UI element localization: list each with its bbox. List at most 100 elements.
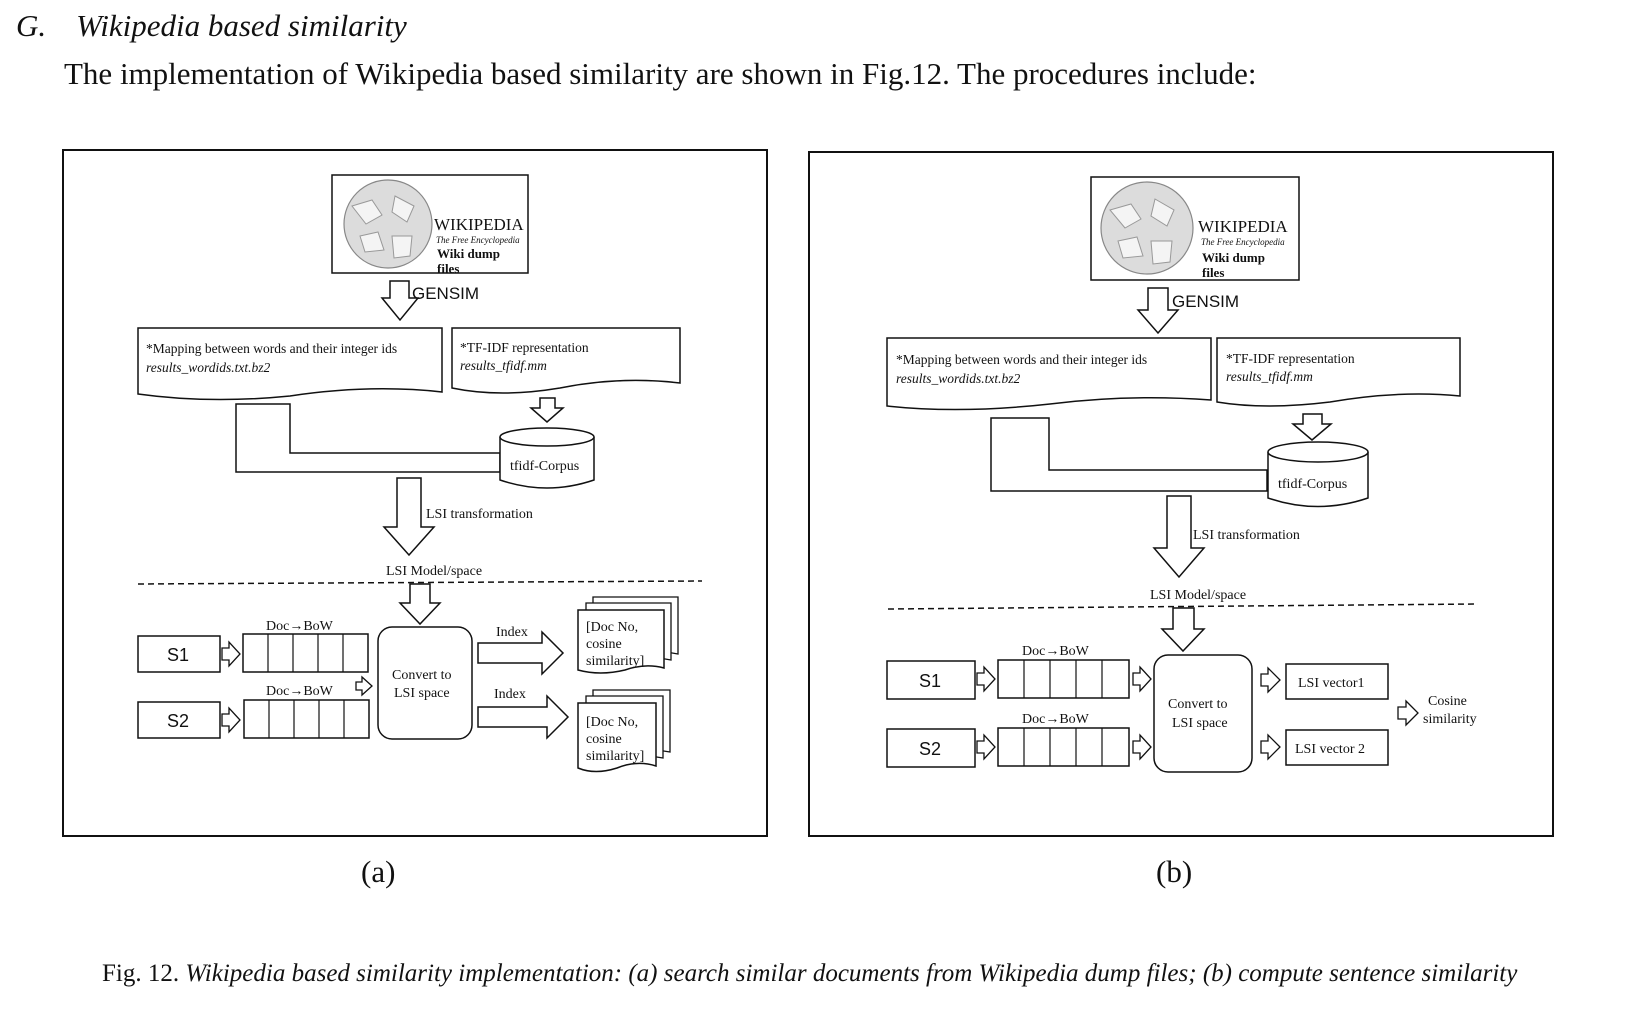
- convert-to-vector1-arrow: [1260, 666, 1281, 694]
- wikipedia-wordmark: WIKIPEDIA: [434, 215, 524, 234]
- result1-line1: [Doc No,: [586, 620, 638, 635]
- tfidf-line2-b: results_tfidf.mm: [1226, 369, 1313, 384]
- dashed-separator: [137, 580, 703, 585]
- index-label-1: Index: [496, 625, 528, 640]
- s1-arrow: [221, 640, 241, 668]
- s2-arrow: [221, 706, 241, 734]
- gensim-label-b: GENSIM: [1172, 292, 1239, 311]
- result2-line3: similarity]: [586, 749, 644, 764]
- index-arrow-2: [477, 694, 570, 740]
- s1-label: S1: [167, 645, 189, 665]
- tfidf-line1-b: *TF-IDF representation: [1226, 351, 1355, 366]
- wiki-dump-label-line1: Wiki dump: [437, 246, 500, 261]
- s1-box-b: [886, 660, 976, 700]
- panel-a-label: (a): [361, 854, 396, 889]
- mapping-line1-b: *Mapping between words and their integer…: [896, 352, 1147, 367]
- tfidf-to-corpus-arrow: [529, 397, 565, 423]
- caption-text: Wikipedia based similarity implementatio…: [185, 960, 1518, 987]
- cosine-arrow: [1397, 699, 1419, 727]
- gensim-arrow: [380, 280, 420, 322]
- mapping-line1: *Mapping between words and their integer…: [146, 341, 397, 356]
- tfidf-corpus-cylinder-b: tfidf-Corpus: [1267, 441, 1369, 508]
- wiki-dump-label-line2-b: files: [1202, 265, 1224, 280]
- wiki-dump-label-line2: files: [437, 261, 459, 276]
- s2-box: [137, 701, 221, 739]
- corpus-label-b: tfidf-Corpus: [1278, 477, 1347, 492]
- wiki-dump-label-line1-b: Wiki dump: [1202, 250, 1265, 265]
- wikipedia-tagline-b: The Free Encyclopedia: [1201, 237, 1285, 247]
- panel-a: WIKIPEDIA The Free Encyclopedia Wiki dum…: [62, 149, 768, 837]
- convert-line2-b: LSI space: [1172, 716, 1228, 731]
- doc-bow-label-2: Doc→BoW: [266, 684, 334, 699]
- result-stack-2: [Doc No, cosine similarity]: [577, 689, 671, 773]
- result2-line1: [Doc No,: [586, 715, 638, 730]
- tfidf-to-corpus-arrow-b: [1290, 413, 1334, 441]
- panel-b-label: (b): [1156, 854, 1193, 889]
- result2-line2: cosine: [586, 732, 622, 747]
- mapping-to-corpus-connector-b: [990, 417, 1268, 492]
- s1-box: [137, 635, 221, 673]
- mapping-line2: results_wordids.txt.bz2: [146, 360, 271, 375]
- bow-vector-2: [243, 699, 370, 739]
- panel-b-frame: [808, 151, 1554, 837]
- panel-b: WIKIPEDIA The Free Encyclopedia Wiki dum…: [808, 151, 1554, 837]
- intro-paragraph: The implementation of Wikipedia based si…: [64, 56, 1257, 91]
- convert-lsi-box-b: [1153, 654, 1253, 773]
- bow1-to-convert-arrow-b: [1132, 665, 1152, 693]
- lsi-transformation-label: LSI transformation: [426, 507, 533, 522]
- model-to-convert-arrow: [398, 583, 442, 626]
- gensim-label: GENSIM: [412, 284, 479, 303]
- lsi-vector1-label: LSI vector1: [1298, 676, 1364, 691]
- tfidf-document: [451, 327, 681, 394]
- caption-prefix: Fig. 12.: [102, 960, 180, 987]
- lsi-transformation-arrow: [382, 477, 436, 557]
- cosine-line1: Cosine: [1428, 694, 1467, 709]
- bow2-to-convert-arrow-b: [1132, 733, 1152, 761]
- result-stack-1: [Doc No, cosine similarity]: [577, 596, 679, 674]
- wikipedia-wordmark-b: WIKIPEDIA: [1198, 217, 1288, 236]
- doc-bow-label-2-b: Doc→BoW: [1022, 712, 1090, 727]
- result1-line2: cosine: [586, 637, 622, 652]
- section-heading: G. Wikipedia based similarity: [16, 8, 407, 44]
- section-number: G.: [16, 8, 47, 43]
- convert-line1: Convert to: [392, 668, 452, 683]
- result1-line3: similarity]: [586, 654, 644, 669]
- s1-arrow-b: [976, 665, 996, 693]
- s2-label: S2: [167, 711, 189, 731]
- figure-caption: Fig. 12. Wikipedia based similarity impl…: [102, 960, 1517, 988]
- wikipedia-tagline: The Free Encyclopedia: [436, 235, 520, 245]
- lsi-vector2-box: [1285, 729, 1389, 766]
- bow-vector-1: [242, 633, 369, 673]
- convert-lsi-box: [377, 626, 473, 740]
- index-label-2: Index: [494, 687, 526, 702]
- tfidf-line2: results_tfidf.mm: [460, 358, 547, 373]
- section-title: Wikipedia based similarity: [76, 8, 407, 43]
- s1-label-b: S1: [919, 671, 941, 691]
- dashed-separator-b: [887, 603, 1479, 610]
- index-arrow-1: [477, 630, 565, 676]
- lsi-transformation-label-b: LSI transformation: [1193, 528, 1300, 543]
- bow2-to-convert-arrow: [355, 675, 373, 697]
- bow-vector-1-b: [997, 659, 1130, 699]
- lsi-vector2-label: LSI vector 2: [1295, 742, 1365, 757]
- wiki-dump-box-b: WIKIPEDIA The Free Encyclopedia Wiki dum…: [1090, 176, 1300, 281]
- lsi-model-label-b: LSI Model/space: [1150, 588, 1246, 603]
- convert-to-vector2-arrow: [1260, 733, 1281, 761]
- cosine-line2: similarity: [1423, 712, 1477, 727]
- s2-arrow-b: [976, 733, 996, 761]
- wikipedia-globe-icon-b: [1100, 181, 1194, 275]
- tfidf-document-b: [1216, 337, 1461, 407]
- wikipedia-globe-icon: [343, 179, 433, 269]
- lsi-transformation-arrow-b: [1152, 495, 1206, 579]
- s2-box-b: [886, 728, 976, 768]
- lsi-model-label: LSI Model/space: [386, 564, 482, 579]
- panel-a-frame: [62, 149, 768, 837]
- gensim-arrow-b: [1136, 287, 1180, 335]
- doc-bow-label-1-b: Doc→BoW: [1022, 644, 1090, 659]
- convert-line2: LSI space: [394, 686, 450, 701]
- corpus-label: tfidf-Corpus: [510, 459, 579, 474]
- tfidf-line1: *TF-IDF representation: [460, 340, 589, 355]
- lsi-vector1-box: [1285, 663, 1389, 700]
- mapping-line2-b: results_wordids.txt.bz2: [896, 371, 1021, 386]
